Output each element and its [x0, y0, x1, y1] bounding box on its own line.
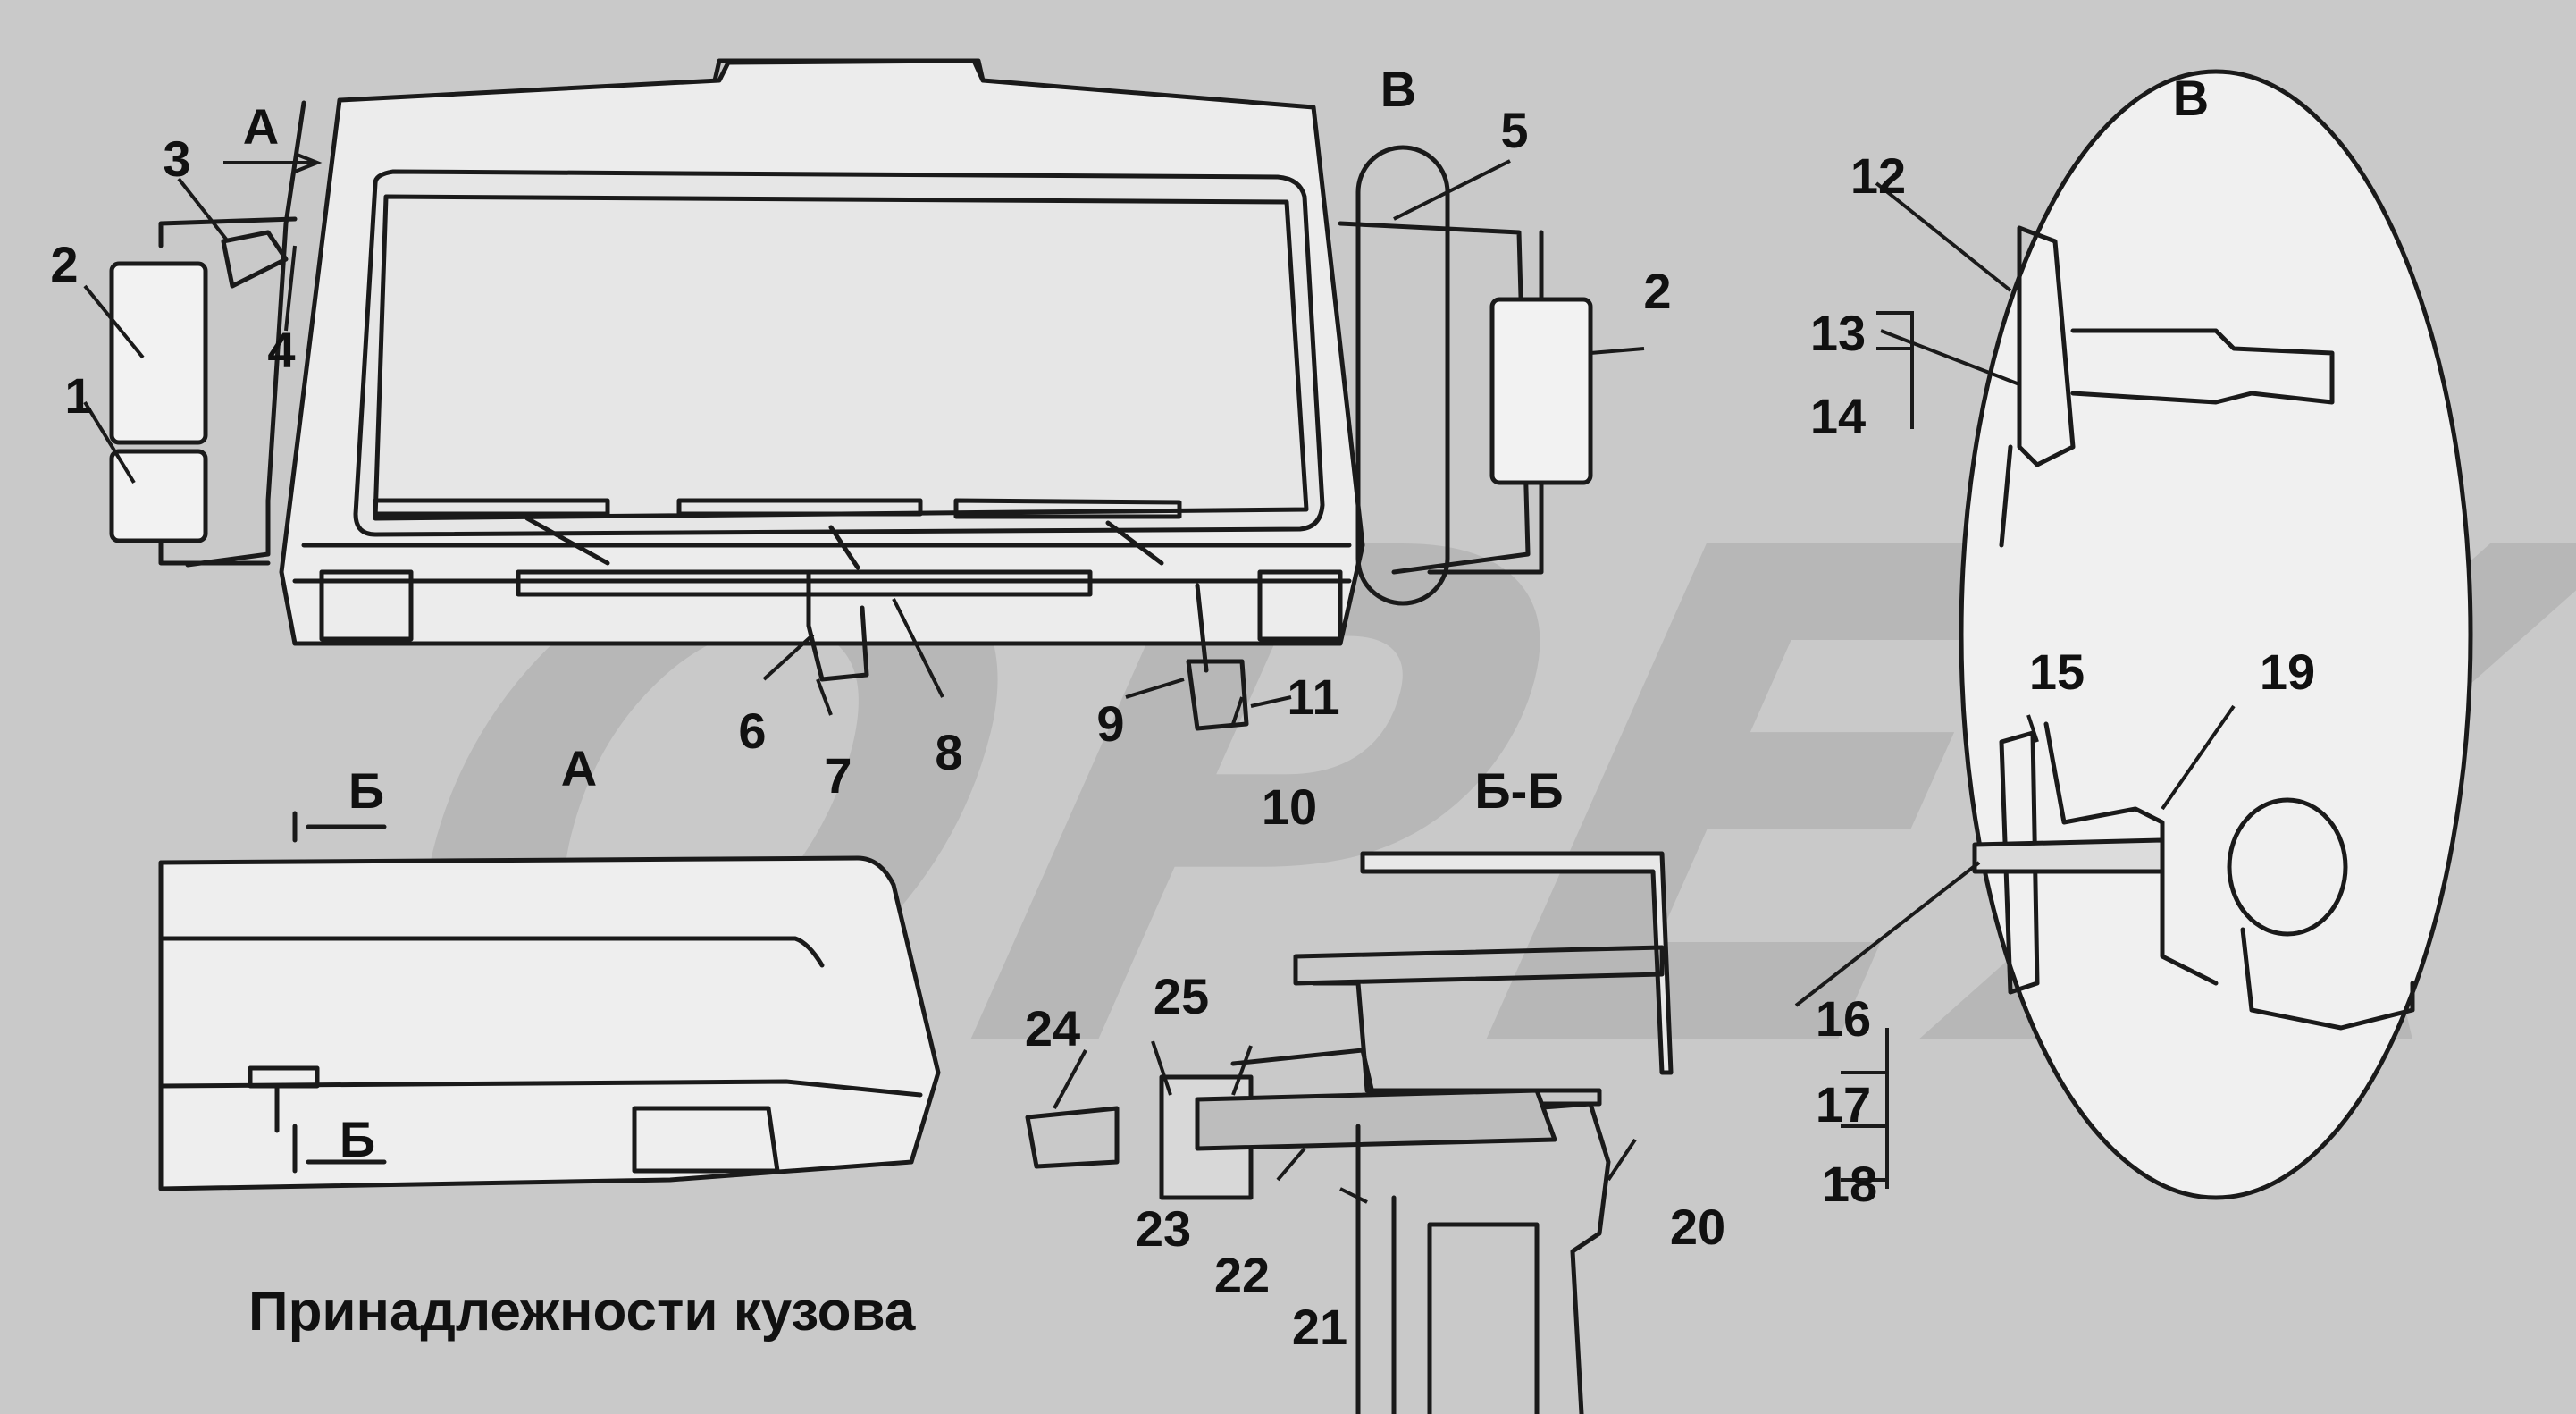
callout-3: 3 — [163, 130, 191, 187]
callout-2-left: 2 — [50, 236, 79, 292]
view-a-arrow-label: А — [242, 98, 280, 155]
section-b-b-label: Б-Б — [1474, 762, 1564, 819]
callout-9: 9 — [1096, 695, 1125, 752]
callout-18: 18 — [1821, 1156, 1878, 1212]
callout-19: 19 — [2259, 644, 2316, 700]
callout-12: 12 — [1850, 147, 1907, 204]
view-v-detail-label: В — [2172, 70, 2210, 126]
callout-20: 20 — [1669, 1199, 1726, 1255]
callout-11: 11 — [1287, 669, 1340, 725]
view-a-label: А — [560, 740, 598, 796]
view-a-side — [158, 811, 941, 1191]
cab-front-view — [109, 58, 1593, 731]
callout-8: 8 — [935, 724, 963, 780]
callout-17: 17 — [1815, 1076, 1872, 1132]
callout-1: 1 — [64, 367, 93, 424]
callout-21: 21 — [1291, 1299, 1348, 1355]
callout-23: 23 — [1135, 1200, 1192, 1257]
callout-7: 7 — [824, 747, 852, 804]
view-b-detail — [1959, 69, 2473, 1200]
callout-14: 14 — [1809, 388, 1867, 444]
callout-16: 16 — [1815, 990, 1872, 1047]
callout-15: 15 — [2028, 644, 2085, 700]
leader-lines — [83, 152, 2236, 1204]
diagram-caption: Принадлежности кузова — [248, 1281, 916, 1342]
callout-25: 25 — [1153, 968, 1210, 1024]
callout-22: 22 — [1213, 1247, 1271, 1303]
callout-4: 4 — [267, 322, 296, 378]
callout-24: 24 — [1024, 1000, 1081, 1056]
section-b-top-label: Б — [348, 762, 385, 819]
callout-2-right: 2 — [1643, 263, 1672, 319]
section-b-bottom-label: Б — [339, 1111, 376, 1167]
callout-13: 13 — [1809, 305, 1867, 361]
callout-6: 6 — [738, 703, 767, 759]
view-v-top-label: В — [1380, 61, 1417, 117]
section-b-b — [1025, 851, 1674, 1414]
callout-5: 5 — [1500, 102, 1529, 158]
callout-10: 10 — [1261, 779, 1318, 835]
